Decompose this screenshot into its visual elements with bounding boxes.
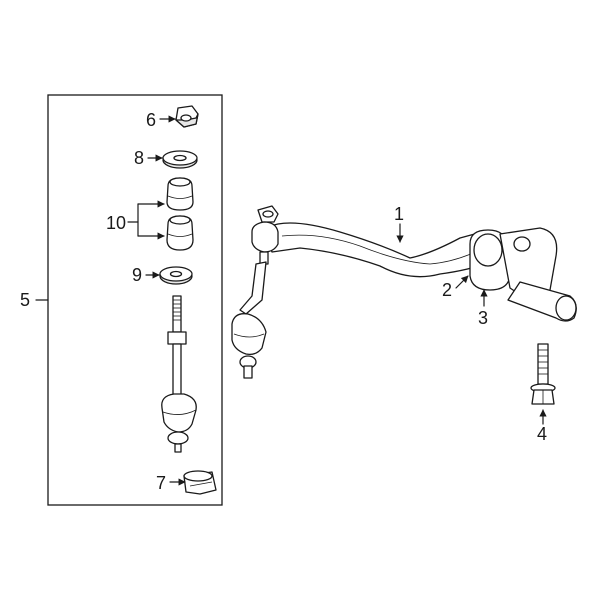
callout-10: 10 xyxy=(106,213,126,233)
callout-9: 9 xyxy=(132,265,142,285)
kit-link-rod[interactable] xyxy=(161,295,197,453)
leader-2 xyxy=(455,275,469,289)
callout-7: 7 xyxy=(156,473,166,493)
callout-2: 2 xyxy=(442,280,452,300)
bushing-upper[interactable] xyxy=(166,177,194,211)
retainer-clip[interactable] xyxy=(183,470,217,495)
bushing-lower[interactable] xyxy=(166,215,194,251)
callout-1: 1 xyxy=(394,204,404,224)
callout-8: 8 xyxy=(134,148,144,168)
installed-link[interactable] xyxy=(231,205,279,379)
stabilizer-bar[interactable] xyxy=(261,222,577,322)
washer-lower[interactable] xyxy=(159,266,193,285)
callout-6: 6 xyxy=(146,110,156,130)
callout-3: 3 xyxy=(478,308,488,328)
hex-nut[interactable] xyxy=(175,105,199,128)
callout-5: 5 xyxy=(20,290,30,310)
flange-bolt[interactable] xyxy=(530,343,556,405)
washer-upper[interactable] xyxy=(162,150,198,169)
callout-4: 4 xyxy=(537,424,547,444)
